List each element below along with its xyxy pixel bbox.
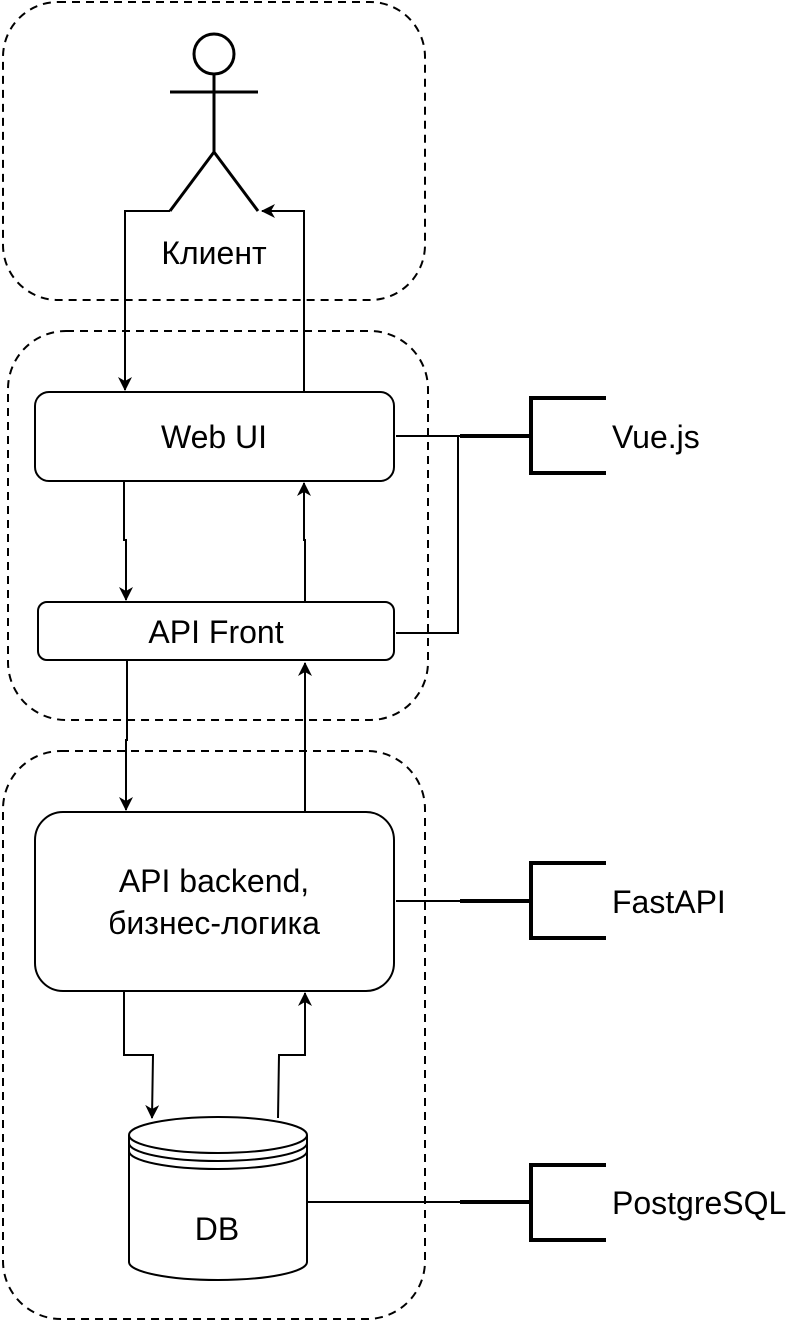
annotation-bracket-backend: [460, 861, 606, 940]
api-front-label: API Front: [148, 614, 283, 650]
arrow-api-front-to-backend: [119, 661, 133, 811]
api-front-box[interactable]: [37, 601, 395, 661]
arrow-web-ui-to-api-front: [119, 482, 133, 601]
db-label: DB: [195, 1211, 239, 1247]
arrow-api-front-to-web-ui: [297, 482, 311, 601]
tech-label-frontend: Vue.js: [612, 419, 700, 455]
api-backend-box[interactable]: [34, 811, 395, 992]
database-cylinder-icon[interactable]: [128, 1116, 308, 1281]
annotation-bracket-frontend: [460, 396, 606, 475]
stick-figure-icon: [168, 32, 260, 212]
arrow-web-ui-to-client: [261, 204, 305, 391]
connector-api-front-tech: [396, 436, 459, 634]
actor-label: Клиент: [161, 235, 267, 271]
frontend-zone: [7, 330, 429, 721]
annotation-bracket-database: [460, 1163, 606, 1242]
tech-label-database: PostgreSQL: [612, 1185, 786, 1221]
arrow-client-to-web-ui: [118, 210, 170, 391]
arrow-db-to-backend: [277, 992, 312, 1119]
api-backend-label-line1: API backend,: [119, 863, 309, 899]
web-ui-label: Web UI: [161, 419, 267, 455]
backend-zone: [2, 750, 426, 1320]
tech-label-backend: FastAPI: [612, 884, 726, 920]
client-zone: [2, 1, 426, 301]
arrow-backend-to-db: [123, 992, 160, 1119]
web-ui-box[interactable]: [34, 391, 395, 482]
api-backend-label-line2: бизнес-логика: [108, 905, 320, 941]
